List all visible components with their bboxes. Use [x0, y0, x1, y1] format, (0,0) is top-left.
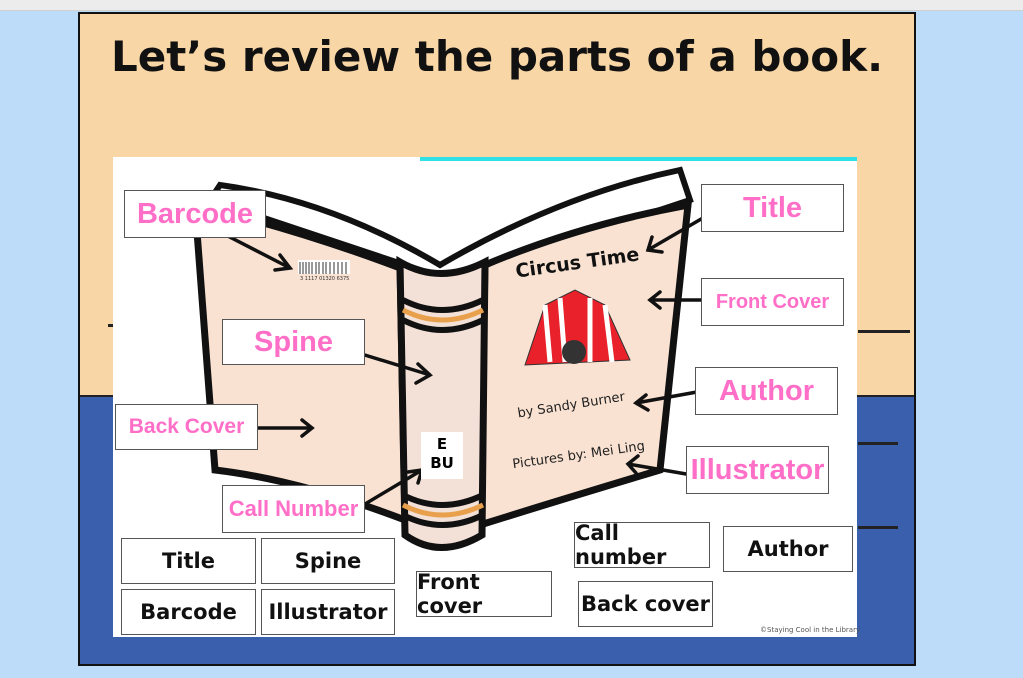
front-cover-shape	[476, 200, 692, 530]
writing-line	[858, 330, 910, 333]
call-number-line1: E	[436, 435, 448, 453]
card-spine[interactable]: Spine	[261, 538, 395, 584]
card-call-number[interactable]: Call number	[574, 521, 710, 569]
circus-tent-icon	[524, 289, 631, 366]
card-front-cover[interactable]: Front cover	[416, 570, 552, 618]
card-author[interactable]: Author	[723, 526, 853, 572]
browser-top-bar	[0, 0, 1023, 11]
label-barcode: Barcode	[124, 190, 266, 238]
card-illustrator[interactable]: Illustrator	[261, 589, 395, 635]
slide-title: Let’s review the parts of a book.	[110, 32, 884, 81]
barcode-number: 3 1117 01320 6375	[300, 276, 350, 282]
call-number-line2: BU	[430, 454, 454, 472]
writing-line	[858, 526, 898, 529]
label-spine: Spine	[222, 319, 365, 365]
label-back-cover: Back Cover	[115, 404, 258, 450]
label-call-number: Call Number	[222, 485, 365, 533]
writing-line	[858, 442, 898, 445]
label-illustrator: Illustrator	[686, 446, 829, 494]
label-title: Title	[701, 184, 844, 232]
call-number-sticker: E BU	[421, 432, 463, 479]
accent-line	[420, 157, 857, 161]
label-front-cover: Front Cover	[701, 278, 844, 326]
label-author: Author	[695, 367, 838, 415]
card-back-cover[interactable]: Back cover	[578, 581, 713, 627]
card-barcode[interactable]: Barcode	[121, 589, 256, 635]
barcode-icon	[298, 260, 350, 274]
card-title[interactable]: Title	[121, 538, 256, 584]
copyright-text: ©Staying Cool in the Library	[760, 626, 861, 634]
